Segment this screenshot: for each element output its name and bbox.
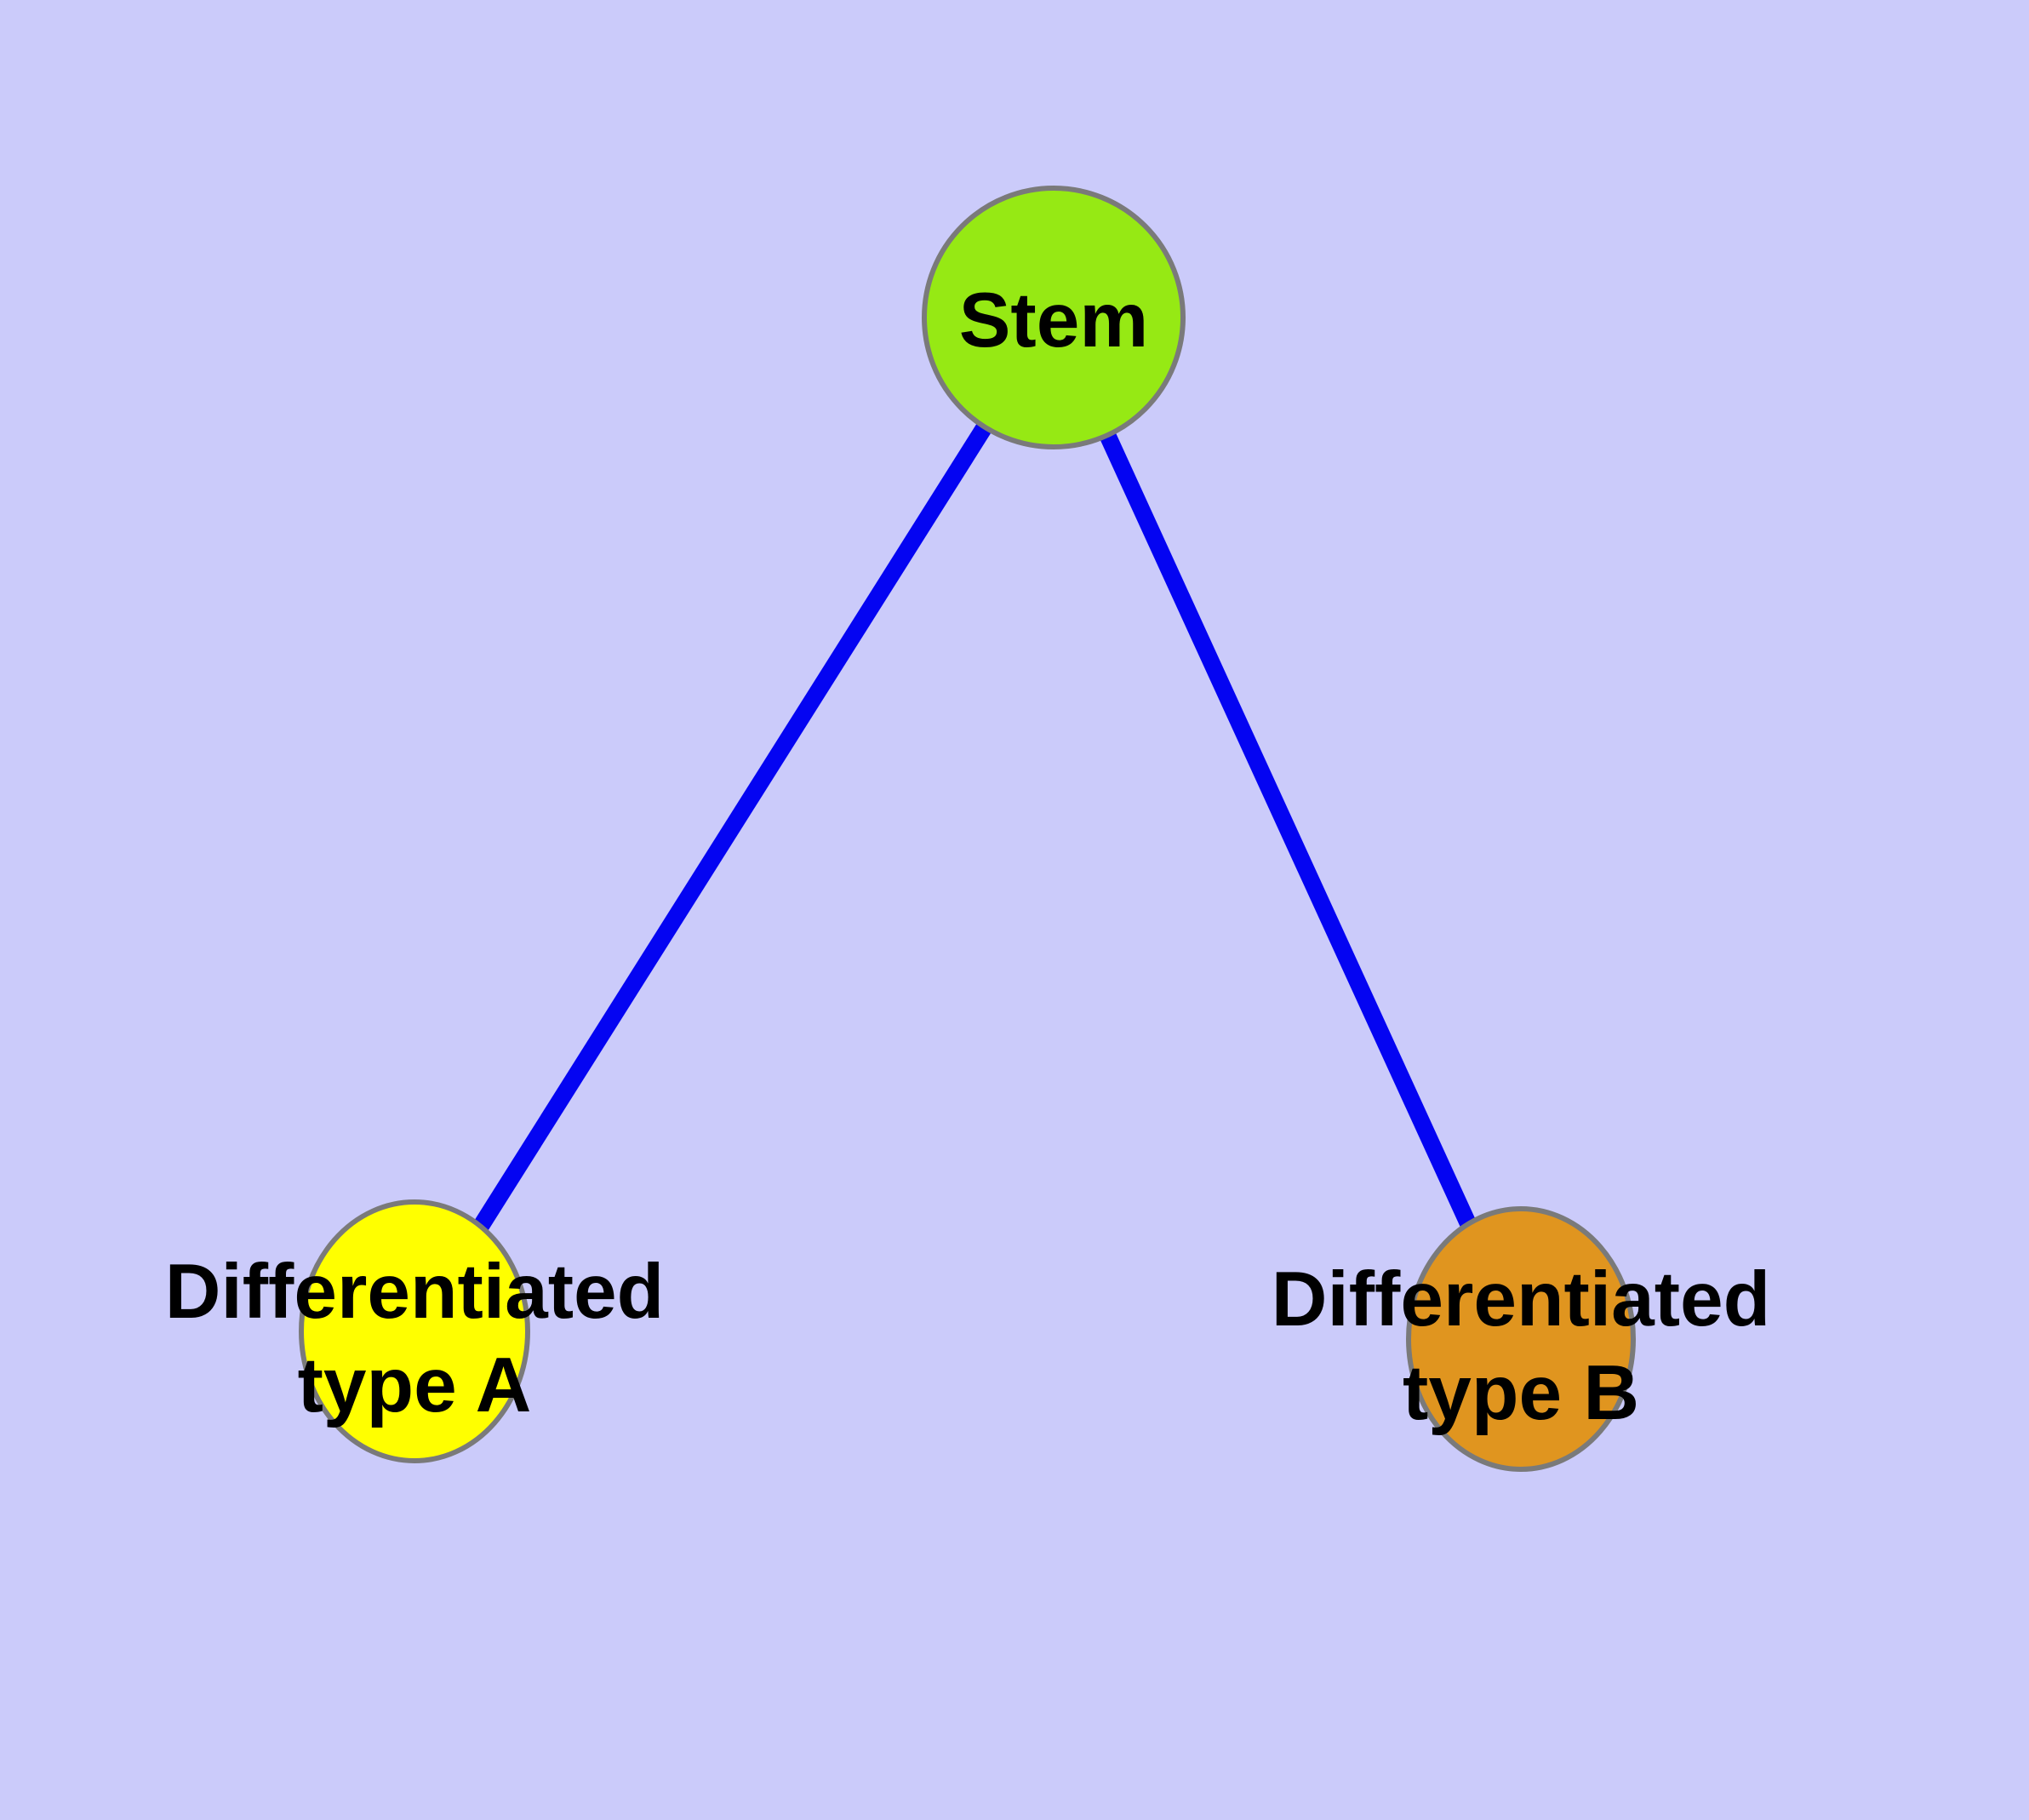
edge-stem-to-diff-b xyxy=(1045,313,1529,1343)
node-circle-diff-a xyxy=(299,1199,530,1463)
node-circle-stem xyxy=(922,186,1186,449)
node-label-diff-a-line1: Differentiated xyxy=(165,1249,665,1335)
node-stem: Stem xyxy=(922,186,1186,449)
edge-stem-to-diff-a xyxy=(407,312,1061,1336)
node-label-diff-a-line2: type A xyxy=(298,1342,532,1428)
node-circle-diff-b xyxy=(1406,1206,1636,1472)
node-label-diff-b-line2: type B xyxy=(1403,1350,1639,1436)
node-label-diff-b-line1: Differentiated xyxy=(1272,1256,1771,1342)
node-label-stem-line1: Stem xyxy=(959,278,1149,363)
